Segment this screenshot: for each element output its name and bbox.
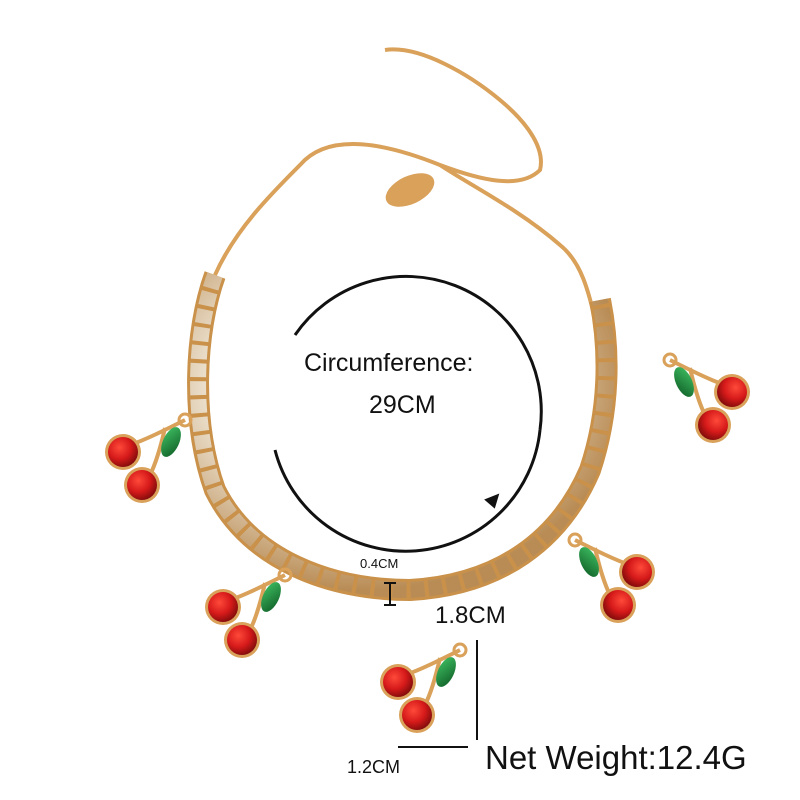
dimension-lines: [384, 582, 478, 748]
cherry-charm-lower-right: [567, 532, 657, 625]
charm-length-label: 1.8CM: [435, 602, 506, 629]
cherry-charm-left: [103, 412, 193, 505]
circumference-value: 29CM: [369, 391, 436, 419]
cherry-charm-right: [662, 352, 752, 445]
circumference-label: Circumference:: [304, 349, 474, 377]
net-weight-label: Net Weight:12.4G: [485, 739, 747, 776]
cherry-charm-center: [378, 642, 468, 735]
cherry-charm-lower-left: [203, 567, 293, 660]
circumference-arrow: [273, 274, 543, 553]
charm-width-label: 1.2CM: [347, 757, 401, 777]
stone-height-label: 0.4CM: [360, 556, 399, 571]
lobster-clasp: [385, 173, 435, 207]
rhinestone-band: [187, 271, 618, 602]
